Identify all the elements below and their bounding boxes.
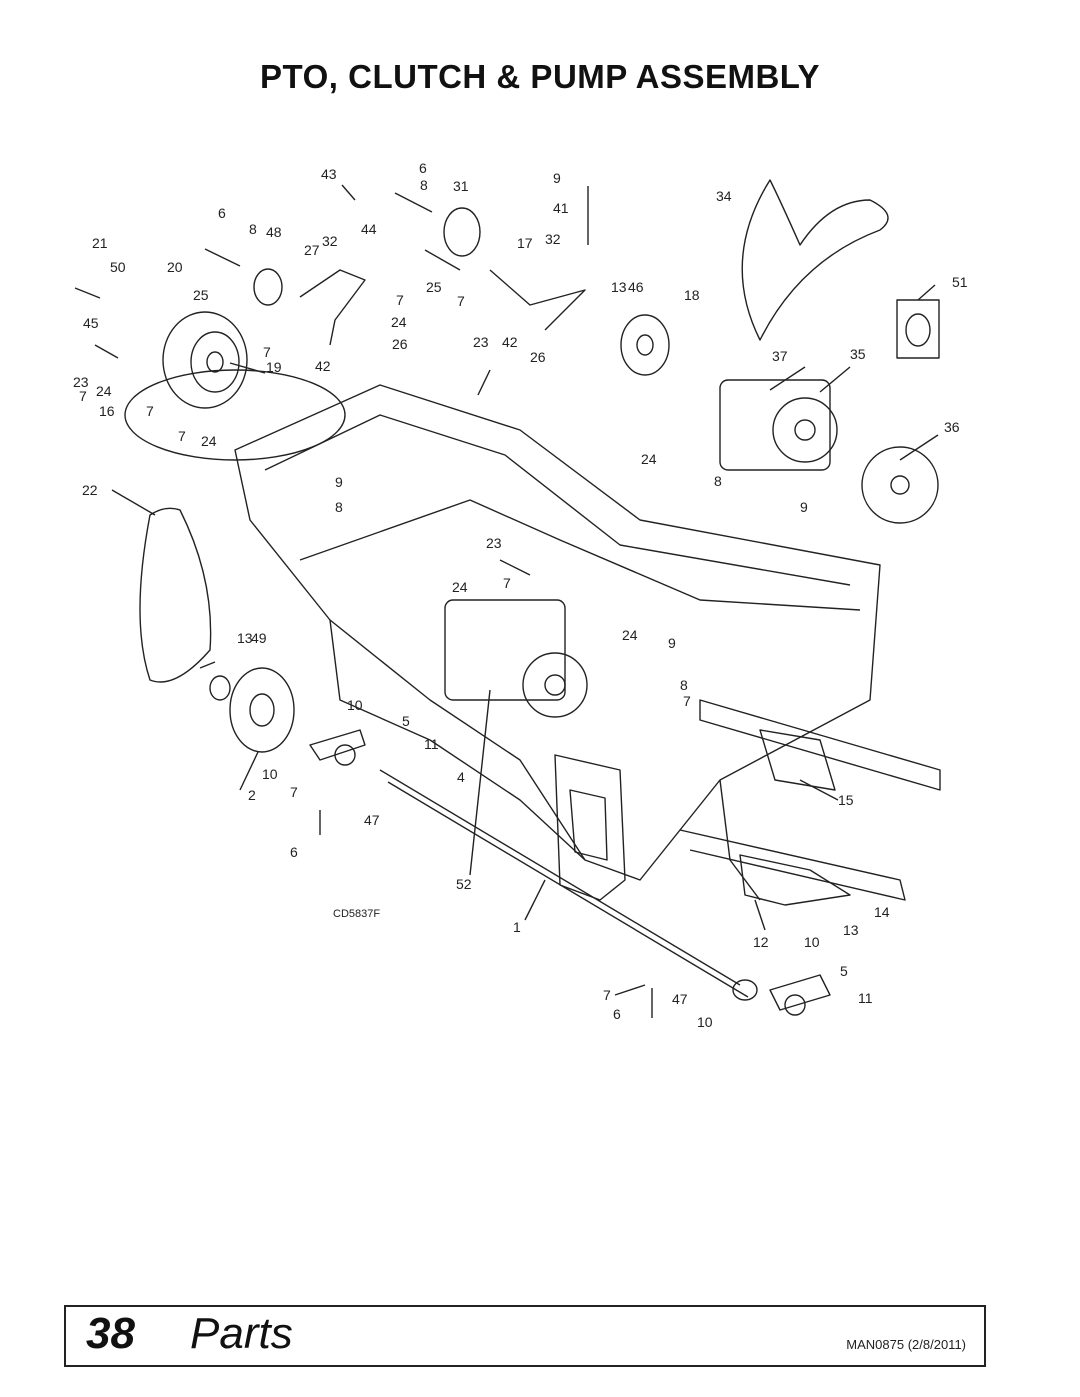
belt-lower [139, 507, 212, 683]
callout: 13 [237, 630, 253, 646]
decal-plate [896, 299, 940, 359]
callout: 25 [193, 287, 209, 303]
callout: 24 [391, 314, 407, 330]
callout: 8 [335, 499, 343, 515]
callout: 11 [858, 990, 873, 1006]
callout: 8 [249, 221, 257, 237]
callout: 18 [684, 287, 700, 303]
callout: 42 [315, 358, 331, 374]
callout: 7 [263, 344, 271, 360]
callout: 32 [322, 233, 338, 249]
callout: 21 [92, 235, 108, 251]
callout: 25 [426, 279, 442, 295]
callout: 7 [683, 693, 691, 709]
callout: 6 [290, 844, 298, 860]
callout: 12 [753, 934, 769, 950]
callout: 7 [396, 292, 404, 308]
callout: 6 [613, 1006, 621, 1022]
callout: 6 [218, 205, 226, 221]
callout: 51 [952, 274, 968, 290]
callout: 5 [402, 713, 410, 729]
mount-bracket [554, 754, 626, 901]
callout: 49 [251, 630, 267, 646]
page-number: 38 [86, 1309, 135, 1358]
callout: 7 [603, 987, 611, 1003]
callout: 10 [347, 697, 363, 713]
callout: 47 [672, 991, 688, 1007]
callout: 7 [178, 428, 186, 444]
callout: 9 [335, 474, 343, 490]
section-name: Parts [190, 1309, 293, 1358]
callout: 6 [419, 160, 427, 176]
page-title: PTO, CLUTCH & PUMP ASSEMBLY [260, 58, 820, 95]
callout: 8 [680, 677, 688, 693]
callout: 34 [716, 188, 732, 204]
callout: 2 [248, 787, 256, 803]
callout: 23 [73, 374, 89, 390]
lower-pump [444, 599, 588, 718]
callout: 13 [611, 279, 627, 295]
callout: 46 [628, 279, 644, 295]
callout: 4 [457, 769, 465, 785]
callout: 32 [545, 231, 561, 247]
callout: 27 [304, 242, 320, 258]
callout: 16 [99, 403, 115, 419]
callout: 7 [503, 575, 511, 591]
belt-upper [741, 179, 889, 341]
clutch [124, 311, 346, 461]
callout: 45 [83, 315, 99, 331]
callout: 24 [96, 383, 112, 399]
callout: 8 [420, 177, 428, 193]
callout: 24 [622, 627, 638, 643]
callout: 10 [697, 1014, 713, 1030]
callout: 14 [874, 904, 890, 920]
callout: 8 [714, 473, 722, 489]
callout: 48 [266, 224, 282, 240]
callout: 7 [290, 784, 298, 800]
callout: 9 [668, 635, 676, 651]
callout: 23 [473, 334, 489, 350]
callout: 9 [553, 170, 561, 186]
callout: 15 [838, 792, 854, 808]
figure-code: CD5837F [333, 908, 380, 920]
upper-pump [719, 379, 939, 524]
callout: 42 [502, 334, 518, 350]
callout: 24 [201, 433, 217, 449]
callout: 52 [456, 876, 472, 892]
callout: 23 [486, 535, 502, 551]
callout: 10 [804, 934, 820, 950]
callout: 50 [110, 259, 126, 275]
callout: 5 [840, 963, 848, 979]
callout: 11 [424, 736, 439, 752]
callout: 26 [392, 336, 408, 352]
callout: 44 [361, 221, 377, 237]
callout: 17 [517, 235, 533, 251]
callout-labels: 43 6 8 31 9 41 34 6 8 48 27 32 44 17 32 … [73, 160, 968, 1030]
callout: 9 [800, 499, 808, 515]
driveshaft [379, 769, 758, 1001]
page-footer: 38 Parts MAN0875 (2/8/2011) [64, 1305, 986, 1367]
callout: 10 [262, 766, 278, 782]
callout: 47 [364, 812, 380, 828]
callout: 24 [641, 451, 657, 467]
callout: 19 [266, 359, 282, 375]
callout: 37 [772, 348, 788, 364]
callout: 1 [513, 919, 521, 935]
callout: 43 [321, 166, 337, 182]
callout: 35 [850, 346, 866, 362]
callout: 41 [553, 200, 569, 216]
callout: 7 [79, 388, 87, 404]
callout: 20 [167, 259, 183, 275]
callout: 36 [944, 419, 960, 435]
callout: 7 [146, 403, 154, 419]
callout: 13 [843, 922, 859, 938]
callout: 24 [452, 579, 468, 595]
pulleys [209, 207, 670, 753]
manual-reference: MAN0875 (2/8/2011) [846, 1337, 966, 1352]
callout: 31 [453, 178, 469, 194]
callout: 22 [82, 482, 98, 498]
callout: 26 [530, 349, 546, 365]
callout: 7 [457, 293, 465, 309]
